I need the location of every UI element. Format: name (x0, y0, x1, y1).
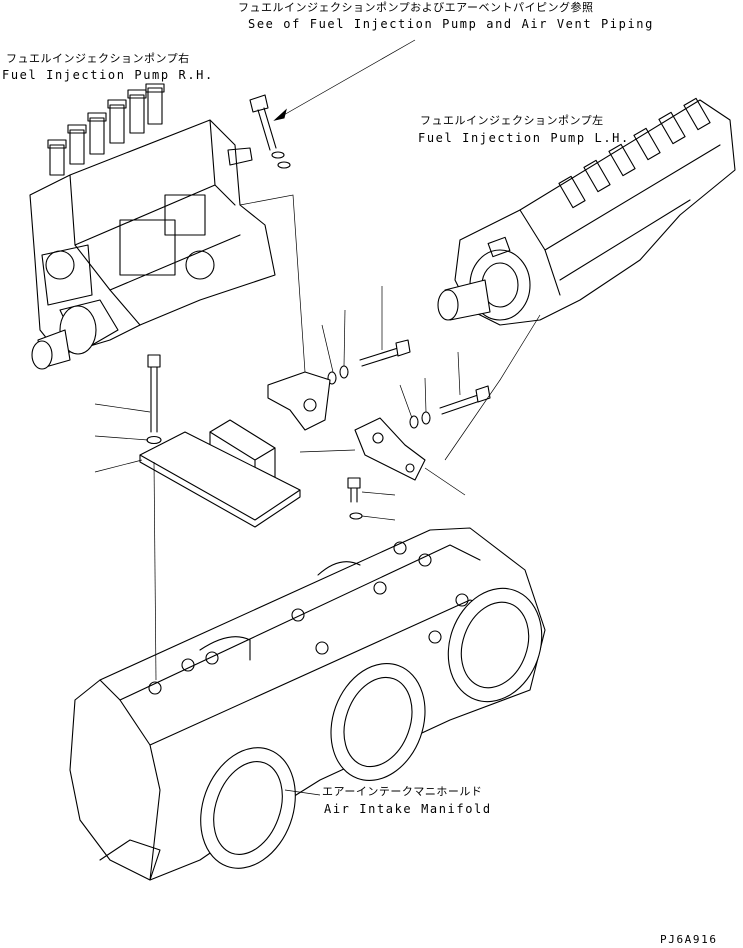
air-intake-manifold (69, 527, 546, 881)
drawing-code: PJ6A916 (660, 933, 718, 946)
fuel-injection-pump-rh (29, 83, 276, 370)
brackets (139, 371, 426, 528)
see-reference-label-en: See of Fuel Injection Pump and Air Vent … (248, 17, 654, 31)
pump-lh-label-jp: フュエルインジェクションポンプ左 (420, 114, 604, 127)
manifold-label-en: Air Intake Manifold (324, 802, 492, 816)
reference-arrow-icon (273, 108, 287, 121)
fuel-injection-pump-lh (437, 97, 736, 326)
pump-rh-label-en: Fuel Injection Pump R.H. (2, 68, 214, 82)
manifold-label-jp: エアーインテークマニホールド (322, 785, 483, 798)
mounting-hardware (146, 94, 491, 520)
pump-rh-label-jp: フュエルインジェクションポンプ右 (6, 52, 190, 65)
pump-lh-label-en: Fuel Injection Pump L.H. (418, 131, 630, 145)
see-reference-label-jp: フュエルインジェクションポンプおよびエアーベントパイピング参照 (238, 1, 594, 14)
leader-lines (94, 39, 541, 796)
